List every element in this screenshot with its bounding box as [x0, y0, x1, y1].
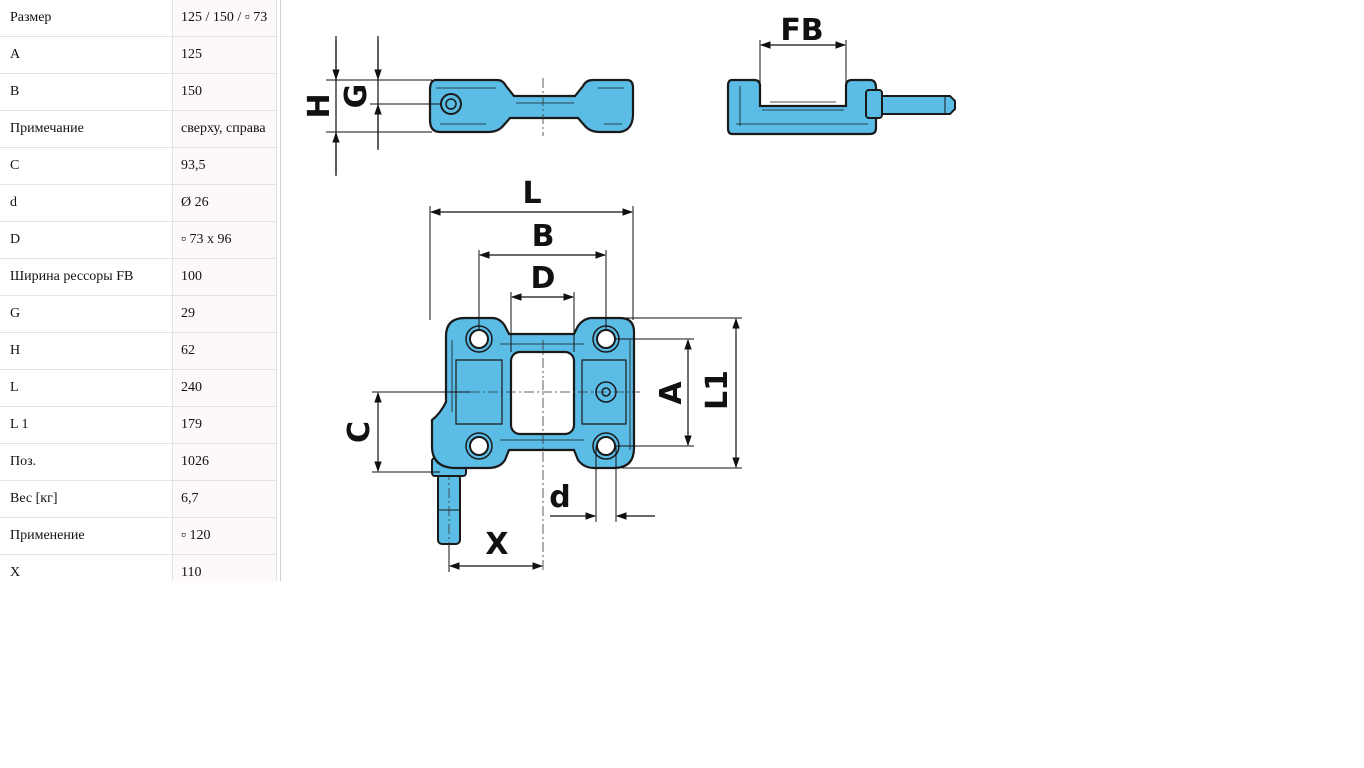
spec-value: 179	[172, 406, 277, 444]
spec-key: Размер	[0, 0, 173, 37]
dim-label-d: D	[531, 261, 556, 296]
side-view-body	[428, 78, 635, 134]
spec-key: H	[0, 332, 173, 370]
spec-value: ▫ 73 x 96	[172, 221, 277, 259]
spec-key: Примечание	[0, 110, 173, 148]
side-view-bolt	[440, 93, 462, 115]
spec-row: Поз.1026	[0, 443, 277, 481]
spec-value: 110	[172, 554, 277, 581]
spec-value: 125	[172, 36, 277, 74]
spec-key: G	[0, 295, 173, 333]
spec-value: сверху, справа	[172, 110, 277, 148]
spec-value: 100	[172, 258, 277, 296]
spec-value: 1026	[172, 443, 277, 481]
dim-label-a: A	[654, 381, 689, 405]
dim-label-c: C	[342, 421, 377, 443]
spec-key: d	[0, 184, 173, 222]
spec-value: 62	[172, 332, 277, 370]
dim-label-b: B	[532, 219, 555, 254]
spec-value: 125 / 150 / ▫ 73	[172, 0, 277, 37]
front-view-pin	[881, 95, 956, 115]
dim-label-l: L	[522, 176, 541, 211]
spec-value: 6,7	[172, 480, 277, 518]
front-view: FB	[726, 13, 956, 136]
dim-label-fb: FB	[780, 13, 823, 48]
spec-key: A	[0, 36, 173, 74]
front-view-body	[726, 78, 878, 136]
spec-value: 93,5	[172, 147, 277, 185]
spec-value: 29	[172, 295, 277, 333]
dim-label-h: H	[302, 93, 337, 118]
spec-row: D▫ 73 x 96	[0, 221, 277, 259]
spec-key: L 1	[0, 406, 173, 444]
plan-view: L B D A L1 C d X	[342, 176, 742, 572]
spec-key: Применение	[0, 517, 173, 555]
spec-key: C	[0, 147, 173, 185]
side-view: H G	[302, 36, 635, 176]
spec-value: ▫ 120	[172, 517, 277, 555]
spec-row: Применение▫ 120	[0, 517, 277, 555]
dim-label-l1: L1	[700, 370, 735, 410]
dim-label-g: G	[339, 84, 374, 109]
spec-value: 240	[172, 369, 277, 407]
spec-key: Вес [кг]	[0, 480, 173, 518]
spec-key: B	[0, 73, 173, 111]
spec-key: D	[0, 221, 173, 259]
plan-view-window	[509, 350, 576, 436]
spec-value: 150	[172, 73, 277, 111]
spec-key: Ширина рессоры FB	[0, 258, 173, 296]
dim-label-x: X	[485, 527, 508, 562]
spec-row: Вес [кг]6,7	[0, 480, 277, 518]
spec-key: Поз.	[0, 443, 173, 481]
front-view-stud	[865, 89, 883, 119]
dim-label-small-d: d	[549, 480, 570, 515]
spec-key: X	[0, 554, 173, 581]
spec-value: Ø 26	[172, 184, 277, 222]
spec-key: L	[0, 369, 173, 407]
